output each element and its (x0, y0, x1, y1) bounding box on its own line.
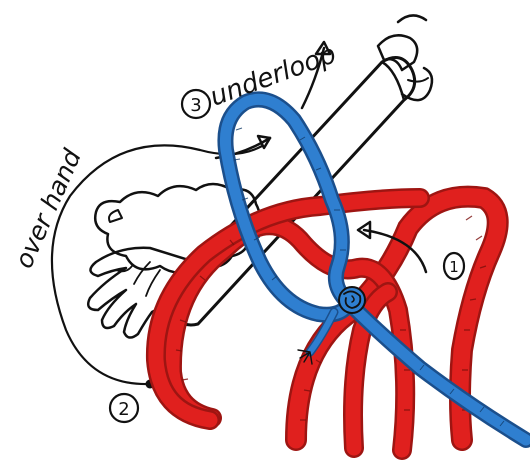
step-number-1: 1 (449, 258, 459, 276)
step-number-2: 2 (118, 399, 129, 420)
step-marker-3: 3 (182, 90, 210, 118)
overhand-label: over hand (9, 145, 87, 273)
step-marker-1: 1 (444, 253, 464, 279)
step-number-3: 3 (190, 95, 201, 116)
step-marker-2: 2 (110, 394, 138, 422)
